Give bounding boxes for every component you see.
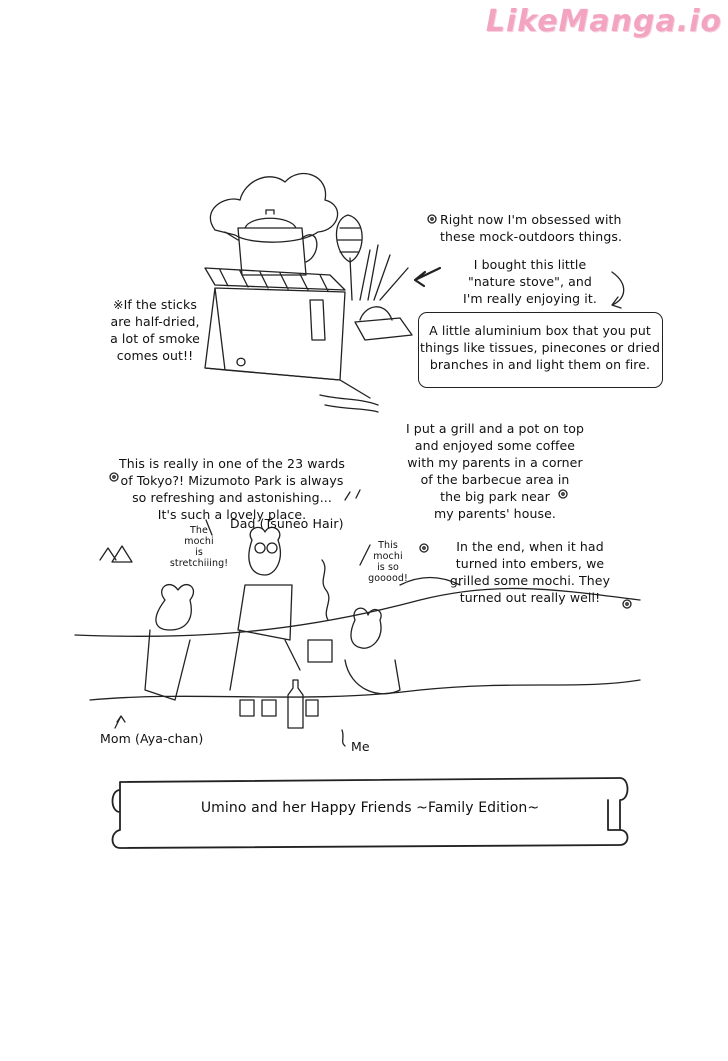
ground (74, 587, 641, 701)
smoke-cloud (209, 172, 339, 243)
grill-grid (204, 267, 346, 292)
cup (239, 699, 255, 717)
kettle-icon (224, 209, 318, 276)
mom-figure (144, 584, 195, 701)
note-box-desc: A little aluminium box that you put thin… (420, 323, 660, 372)
label-dad: Dad (Tsuneo Hair) (230, 516, 344, 531)
pinecone-icon (335, 214, 363, 263)
note-smoke: ※If the sticks are half-dried, a lot of … (110, 297, 200, 363)
note-grill: I put a grill and a pot on top and enjoy… (405, 421, 585, 521)
label-mom: Mom (Aya-chan) (100, 731, 204, 746)
bubble-mochi-stretch: The mochi is stretchiiing! (169, 525, 229, 569)
dad-figure (229, 526, 301, 691)
note-bought: I bought this little "nature stove", and… (463, 257, 597, 306)
flower-icon (109, 214, 632, 609)
watermark: LikeManga.io (485, 4, 722, 39)
me-figure (344, 607, 401, 695)
bubble-mochi-good: This mochi is so gooood! (368, 540, 408, 584)
bottle (287, 679, 304, 729)
arrow-left (413, 266, 442, 288)
label-me: Me (351, 739, 370, 754)
note-tokyo: This is really in one of the 23 wards of… (119, 456, 345, 522)
stove-icon (204, 287, 346, 381)
banner-title: Umino and her Happy Friends ~Family Edit… (200, 800, 540, 816)
note-obsessed: Right now I'm obsessed with these mock-o… (440, 212, 623, 244)
description-box (418, 312, 663, 388)
cup (305, 699, 319, 717)
cup (261, 699, 277, 717)
note-embers: In the end, when it had turned into embe… (449, 539, 611, 605)
tissue-box (354, 306, 413, 341)
arrow-curve (611, 271, 625, 309)
sticks-icon (349, 244, 409, 301)
banner-outline (111, 777, 629, 849)
